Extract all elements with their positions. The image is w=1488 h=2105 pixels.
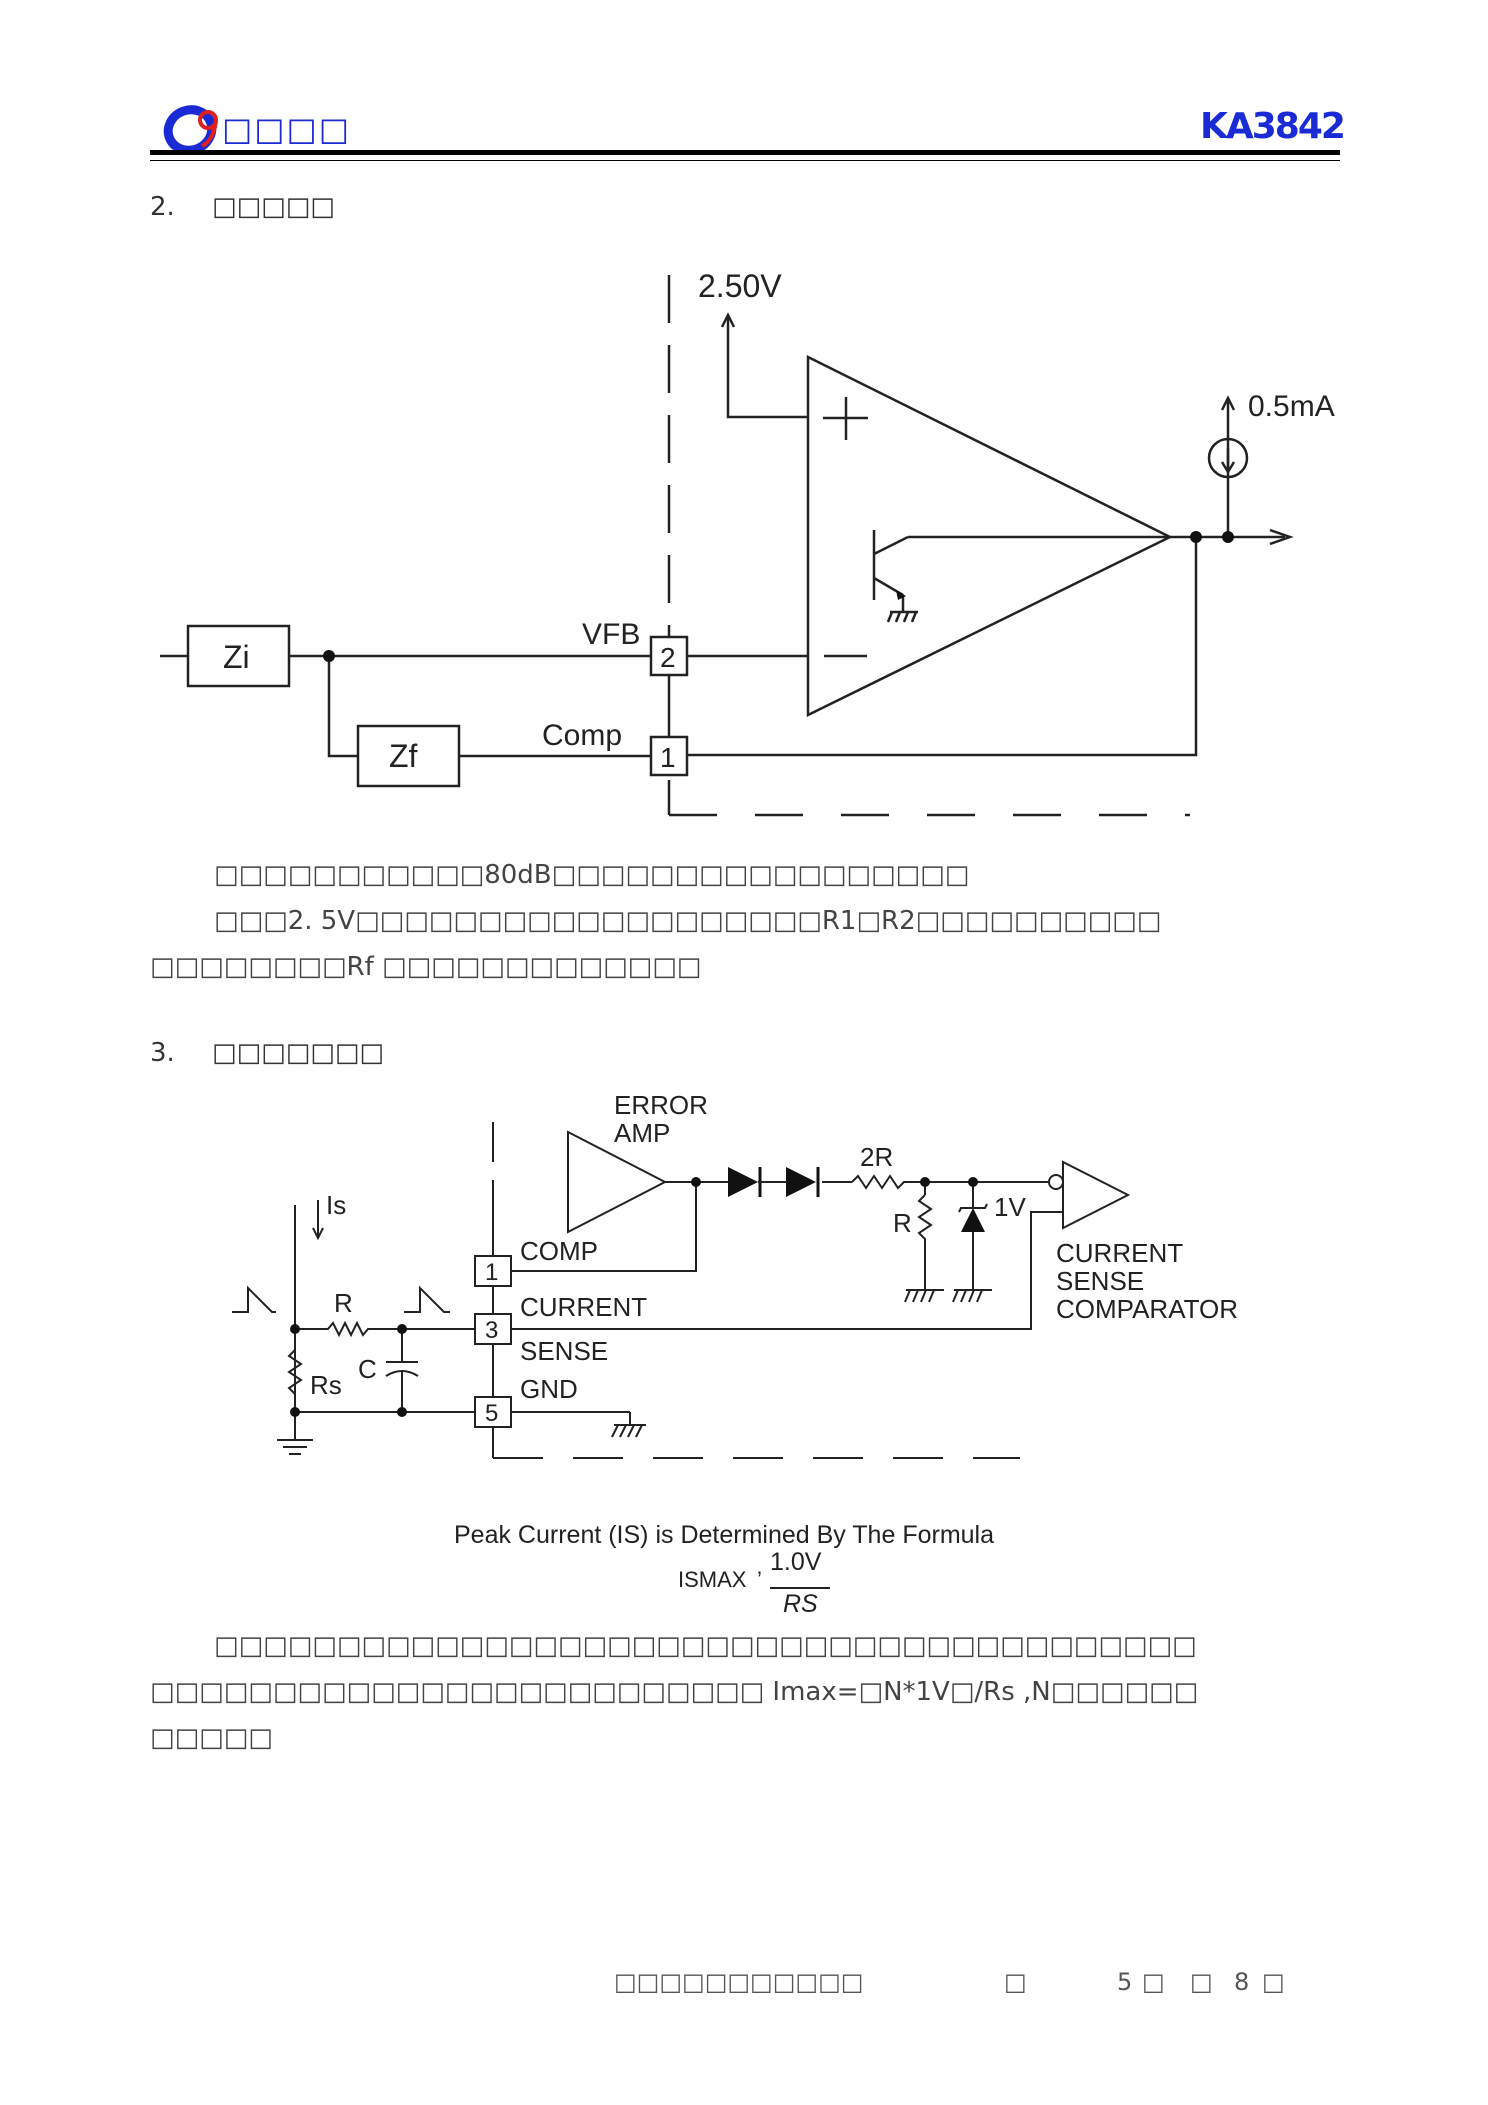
ref-voltage-label: 2.50V [698,268,782,304]
current-label: 0.5mA [1248,390,1335,423]
comp-label: Comp [542,719,622,752]
is-label: Is [326,1190,346,1220]
footer-total-pages: 8 [1234,1968,1250,1996]
footer-page-char: □ [1190,1968,1213,1996]
zi-label: Zi [223,639,250,675]
section-3-paragraph-3: □□□□□ [150,1723,273,1753]
error-amp-label-2: AMP [614,1118,670,1148]
pin-5-label: 5 [485,1400,498,1427]
section-2-paragraph-3: □□□□□□□□Rf □□□□□□□□□□□□□ [150,952,702,982]
footer-page-char: □ [1262,1968,1285,1996]
gnd-pin-label: GND [520,1374,578,1404]
op-amp-triangle [806,354,1173,718]
sense-pin-label: SENSE [520,1336,608,1366]
comparator-label-1: CURRENT [1056,1238,1183,1268]
pin-2-label: 2 [660,642,676,673]
footer-page-char: □ [1142,1968,1165,1996]
header-rule-thin [150,160,1340,161]
comparator-triangle [1062,1160,1131,1230]
pin-1-box [649,735,689,777]
section-number: 2. [150,192,175,222]
output-arrow [1269,528,1294,546]
zener-1v-label: 1V [994,1192,1026,1222]
pin-2-box [649,635,689,677]
footer-company: □□□□□□□□□□□ [614,1968,864,1996]
resistor-r [917,1194,933,1290]
footer-page-number: 5 [1117,1968,1133,1996]
section-title: □□□□□□□ [212,1038,384,1068]
formula-lhs: ISMAX [678,1567,747,1592]
ref-voltage-wire [726,315,808,419]
feedback-wire [687,537,1198,757]
company-logo [163,105,218,155]
pin-1-label: 1 [660,742,676,773]
section-3-paragraph-2: □□□□□□□□□□□□□□□□□□□□□□□□□ Imax=□N*1V□/Rs… [150,1677,1199,1707]
formula-denominator: RS [783,1590,818,1618]
vfb-label: VFB [582,618,640,651]
resistor-rs [287,1349,303,1395]
footer-page-char: □ [1004,1968,1027,1996]
comp-wire [511,1182,697,1272]
part-number: KA3842 [1200,106,1346,147]
waveform-right [404,1285,450,1313]
section-2-paragraph-2: □□□2. 5V□□□□□□□□□□□□□□□□□□□R1□R2□□□□□□□□… [214,906,1162,936]
comparator-label-3: COMPARATOR [1056,1294,1238,1324]
error-amp-label: ERROR [614,1090,708,1120]
formula-symbol: ’ [757,1567,762,1592]
pin-1-label: 1 [485,1259,498,1286]
section-3-heading: 3. □□□□□□□ [150,1038,384,1068]
resistor-r-label: R [893,1208,912,1238]
comp-pin-label: COMP [520,1236,598,1266]
resistor-2r-label: 2R [860,1142,893,1172]
error-amp-triangle [567,1130,668,1234]
section-2-paragraph-1: □□□□□□□□□□□80dB□□□□□□□□□□□□□□□□□ [214,860,970,890]
resistor-r-input [295,1320,475,1338]
resistor-2r [851,1174,928,1190]
c-label: C [358,1354,377,1384]
section-title: □□□□□ [212,192,335,222]
comparator-label-2: SENSE [1056,1266,1144,1296]
formula-numerator: 1.0V [770,1548,822,1576]
company-name: □□□□ [222,110,351,148]
waveform-left [232,1285,276,1313]
header-rule [150,150,1340,155]
section-number: 3. [150,1038,175,1068]
current-sense-wire [511,1211,1063,1330]
rs-label: Rs [310,1370,342,1400]
formula-caption: Peak Current (IS) is Determined By The F… [454,1521,994,1549]
ref-arrow [720,312,736,328]
zf-label: Zf [389,738,418,774]
current-pin-label: CURRENT [520,1292,647,1322]
current-source-circle [1207,437,1249,479]
section-2-heading: 2. □□□□□ [150,192,335,222]
section-3-paragraph-1: □□□□□□□□□□□□□□□□□□□□□□□□□□□□□□□□□□□□□□□□ [214,1631,1197,1661]
pin-3-label: 3 [485,1317,498,1344]
r-label: R [334,1288,353,1318]
